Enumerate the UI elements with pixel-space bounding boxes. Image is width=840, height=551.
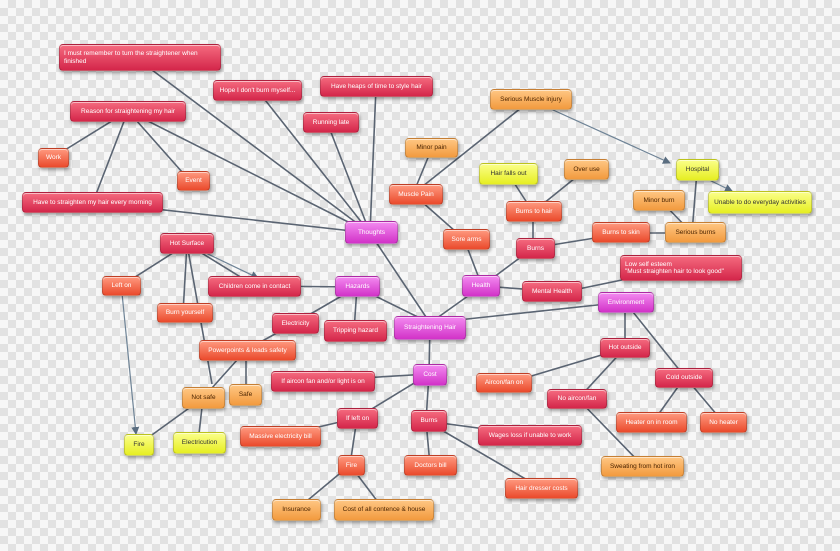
node-heater-on[interactable]: Heater on in room — [616, 412, 687, 433]
node-no-aircon-fan[interactable]: No aircon/fan — [547, 389, 607, 409]
edge — [425, 420, 542, 489]
node-burns-health[interactable]: Burns — [516, 238, 555, 259]
node-running-late[interactable]: Running late — [303, 112, 359, 133]
node-minor-pain[interactable]: Minor pain — [405, 138, 458, 158]
node-sore-arms[interactable]: Sore arms — [443, 229, 490, 250]
node-hospital[interactable]: Hospital — [676, 159, 719, 181]
edge — [127, 110, 371, 234]
arrow-edge — [530, 99, 671, 164]
node-serious-muscle-injury[interactable]: Serious Muscle injury — [490, 89, 572, 110]
node-environment[interactable]: Environment — [598, 292, 654, 313]
node-sweating[interactable]: Sweating from hot iron — [601, 456, 684, 477]
node-muscle-pain[interactable]: Muscle Pain — [389, 184, 443, 205]
node-work[interactable]: Work — [38, 148, 69, 168]
node-insurance[interactable]: Insurance — [272, 499, 321, 521]
edge — [369, 232, 431, 324]
node-wages-loss[interactable]: Wages loss if unable to work — [478, 425, 582, 446]
node-health[interactable]: Health — [462, 275, 500, 297]
node-tripping-hazard[interactable]: Tripping hazard — [324, 320, 387, 342]
edge — [92, 110, 129, 203]
node-burns-to-hair[interactable]: Burns to hair — [506, 201, 562, 222]
node-doctors-bill[interactable]: Doctors bill — [404, 455, 457, 476]
node-unable-everyday[interactable]: Unable to do everyday activities — [708, 191, 812, 214]
edge — [412, 99, 532, 195]
node-over-use[interactable]: Over use — [564, 159, 609, 180]
node-have-to-straighten[interactable]: Have to straighten my hair every morning — [22, 192, 163, 213]
edge — [369, 86, 377, 234]
node-hairdresser-costs[interactable]: Hair dresser costs — [505, 478, 578, 499]
edge — [624, 301, 686, 378]
edge — [326, 121, 371, 234]
arrow-edge — [121, 292, 140, 435]
node-massive-bill[interactable]: Massive electricity bill — [240, 426, 321, 447]
node-hot-surface[interactable]: Hot Surface — [160, 233, 214, 254]
node-event[interactable]: Event — [177, 171, 210, 191]
node-cost-contents-house[interactable]: Cost of all contence & house — [334, 499, 434, 521]
node-low-self-esteem[interactable]: Low self esteem "Must straighten hair to… — [620, 255, 742, 281]
node-no-heater[interactable]: No heater — [700, 412, 747, 433]
node-hope-not-burn[interactable]: Hope I don't burn myself... — [213, 80, 302, 101]
node-remember-straightener[interactable]: I must remember to turn the straightener… — [59, 44, 221, 71]
node-aircon-fan-on[interactable]: Aircon/fan on — [476, 373, 532, 393]
node-children-contact[interactable]: Children come in contact — [208, 276, 301, 297]
edge — [127, 110, 191, 182]
node-reason-straightening[interactable]: Reason for straightening my hair — [70, 101, 186, 122]
node-electrocution[interactable]: Electricution — [173, 432, 226, 454]
node-not-safe[interactable]: Not safe — [182, 387, 225, 409]
node-cold-outside[interactable]: Cold outside — [655, 368, 713, 388]
edge — [577, 398, 643, 466]
node-burn-yourself[interactable]: Burn yourself — [157, 303, 213, 323]
node-hazards[interactable]: Hazards — [335, 276, 380, 297]
node-heaps-of-time[interactable]: Have heaps of time to style hair — [320, 76, 433, 97]
node-left-on[interactable]: Left on — [102, 276, 141, 296]
edge — [182, 243, 188, 314]
node-mental-health[interactable]: Mental Health — [522, 281, 582, 302]
node-powerpoints-safety[interactable]: Powerpoints & leads safety — [199, 340, 296, 361]
node-burns-to-skin[interactable]: Burns to skin — [592, 222, 650, 243]
node-minor-burn[interactable]: Minor burn — [633, 190, 685, 211]
node-serious-burns[interactable]: Serious burns — [665, 222, 726, 243]
node-burns-cost[interactable]: Burns — [411, 410, 447, 432]
node-thoughts[interactable]: Thoughts — [345, 221, 398, 244]
node-straightening-hair[interactable]: Straightening Hair — [394, 316, 466, 340]
node-fire-cost[interactable]: Fire — [338, 455, 365, 476]
node-hot-outside[interactable]: Hot outside — [600, 338, 650, 358]
node-fire-hazard[interactable]: Fire — [124, 434, 154, 456]
node-hair-falls-out[interactable]: Hair falls out — [479, 163, 538, 185]
edge — [257, 90, 371, 234]
node-if-aircon-fan-light-on[interactable]: If aircon fan and/or light is on — [271, 371, 375, 392]
node-if-left-on[interactable]: If left on — [337, 408, 378, 429]
node-safe[interactable]: Safe — [229, 384, 262, 406]
edge — [139, 60, 371, 234]
node-electricity[interactable]: Electricity — [272, 313, 319, 334]
node-cost[interactable]: Cost — [413, 364, 447, 386]
